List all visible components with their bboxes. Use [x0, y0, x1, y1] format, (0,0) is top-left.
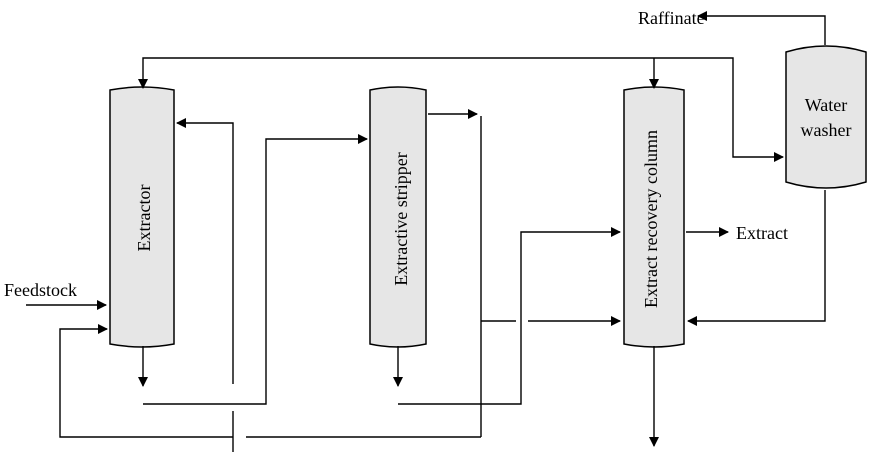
feedstock-label: Feedstock — [4, 280, 77, 300]
extractor-label: Extractor — [134, 185, 154, 252]
washer-return-line — [687, 190, 826, 326]
extractor-overhead-line — [138, 57, 784, 162]
raffinate-line — [697, 11, 826, 45]
extract-recovery-column-vessel: Extract recovery column — [623, 86, 685, 348]
raffinate-label: Raffinate — [638, 8, 705, 28]
water-washer-label-line2: washer — [801, 120, 852, 140]
extract-label: Extract — [736, 223, 788, 243]
extractor-bottoms-to-stripper-line — [143, 134, 368, 405]
extractor-vessel: Extractor — [109, 86, 175, 348]
extract-recovery-column-label: Extract recovery column — [641, 130, 661, 308]
recycle-to-extractor-upper-line — [176, 118, 234, 384]
extractive-stripper-label: Extractive stripper — [391, 152, 411, 285]
extractive-stripper-vessel: Extractive stripper — [369, 86, 427, 348]
water-washer-vessel: Water washer — [785, 45, 867, 189]
stripper-bottoms-to-recovery-line — [398, 227, 621, 405]
recycle-loop-left-line — [59, 324, 233, 438]
water-washer-label-line1: Water — [805, 95, 848, 115]
